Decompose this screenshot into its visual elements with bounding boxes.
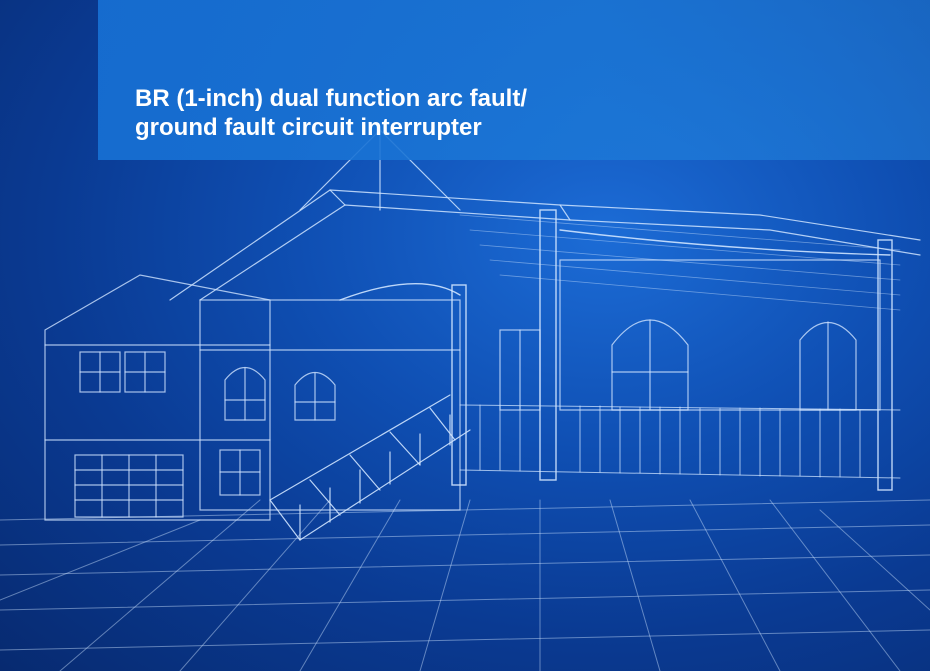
floor-grid [0, 499, 930, 671]
staircase [269, 394, 471, 541]
left-wing [44, 274, 271, 521]
document-title: BR (1-inch) dual function arc fault/ gro… [135, 84, 775, 142]
title-line-1: BR (1-inch) dual function arc fault/ [135, 85, 528, 112]
right-facade [499, 259, 881, 411]
porch-railing [459, 404, 901, 479]
title-line-2: ground fault circuit interrupter [135, 114, 482, 141]
main-facade [199, 299, 461, 511]
title-band [98, 0, 930, 160]
main-roof [169, 129, 921, 311]
